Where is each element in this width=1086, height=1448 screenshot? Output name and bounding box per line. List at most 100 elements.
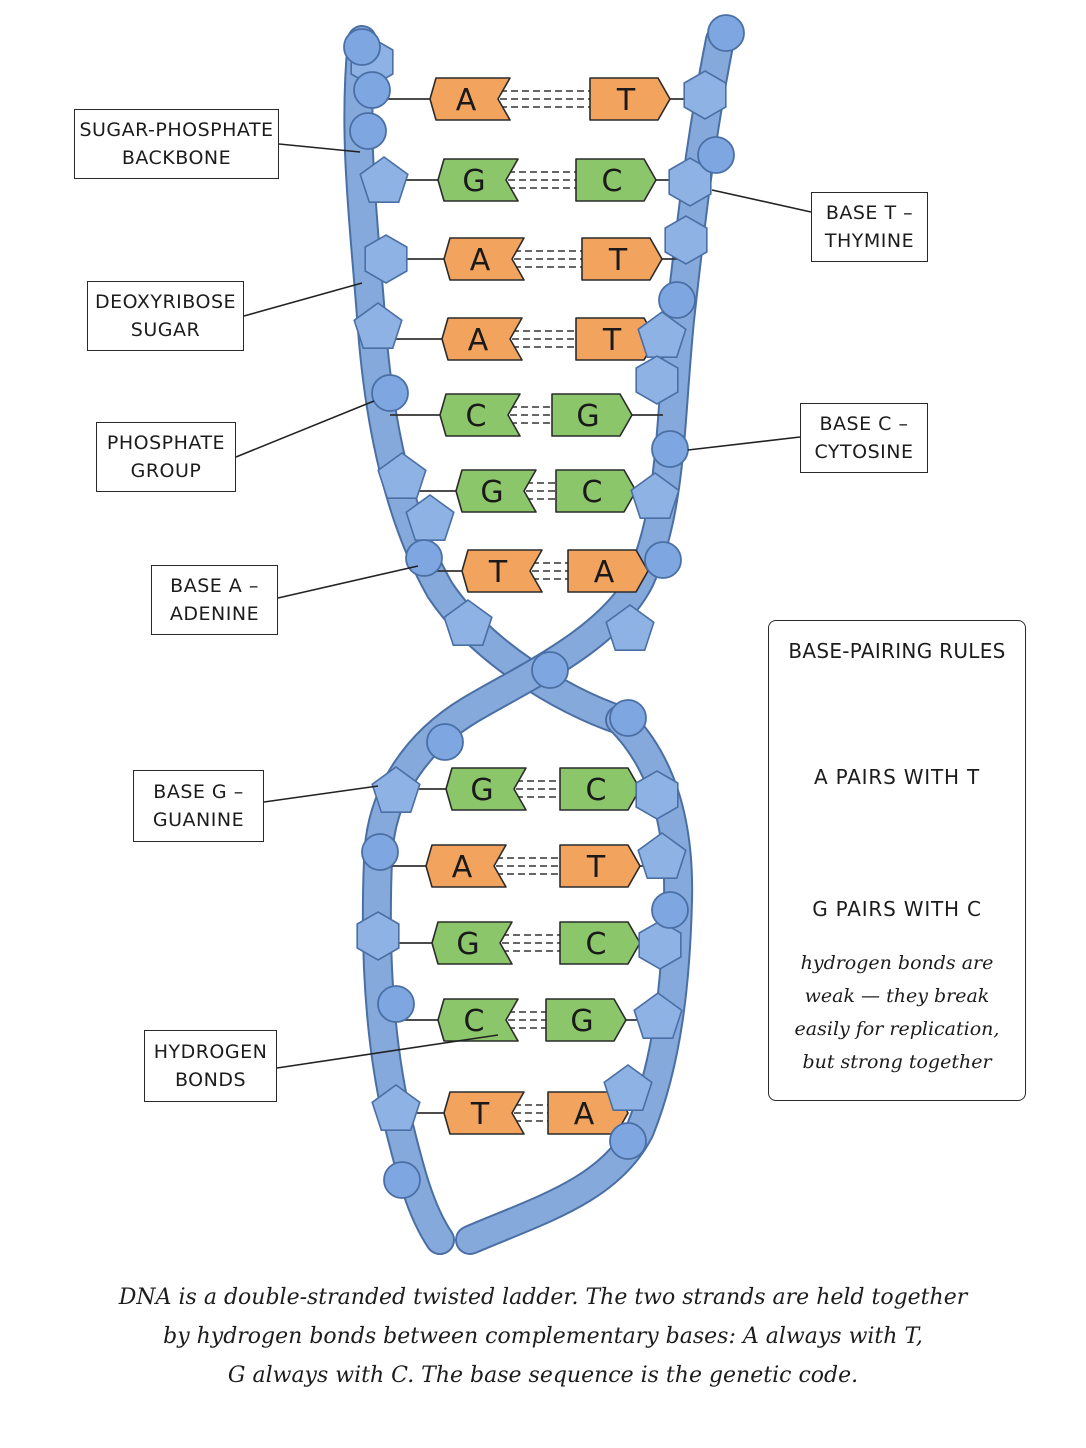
sugar-hexagon — [683, 70, 727, 120]
base-right: T — [559, 844, 641, 888]
base-letter: C — [582, 475, 603, 510]
base-right: T — [581, 237, 663, 281]
left-strand-upper-fill — [345, 27, 633, 733]
base-letter: T — [602, 323, 622, 358]
base-letter: A — [468, 323, 489, 358]
sugar-pentagon — [443, 599, 493, 647]
base-letter: A — [574, 1097, 595, 1132]
label-line-2: GUANINE — [152, 809, 245, 831]
base-letter: C — [586, 773, 607, 808]
label-line-1: PHOSPHATE — [106, 432, 226, 454]
base-letter: C — [602, 164, 623, 199]
phosphate-circle — [377, 985, 415, 1023]
phosphate-circle — [651, 891, 689, 929]
leader-backbone — [278, 143, 361, 153]
label-line-1: HYDROGEN — [153, 1041, 268, 1063]
label-phosphate-group: PHOSPHATE GROUP — [96, 422, 236, 492]
dna-strands — [343, 25, 735, 1255]
base-left: A — [441, 317, 523, 361]
leader-cytosine — [687, 436, 801, 451]
sugar-hexagon — [356, 911, 400, 961]
base-letter: G — [570, 1004, 593, 1039]
base-letter: A — [470, 243, 491, 278]
base-right: G — [551, 393, 633, 437]
sugar-pentagon — [371, 1084, 421, 1131]
sugar-hexagon — [635, 770, 679, 820]
label-line-1: DEOXYRIBOSE — [94, 291, 237, 313]
label-deoxyribose-sugar: DEOXYRIBOSE SUGAR — [87, 281, 244, 351]
label-line-2: ADENINE — [169, 603, 260, 625]
leader-phosphate — [235, 400, 375, 458]
label-base-a-adenine: BASE A – ADENINE — [151, 565, 278, 635]
label-sugar-phosphate-backbone: SUGAR-PHOSPHATE BACKBONE — [74, 109, 279, 179]
label-line-1: BASE T – — [825, 202, 914, 224]
base-left: C — [437, 998, 519, 1042]
label-line-2: BACKBONE — [121, 147, 232, 169]
hydrogen-bond-dashes — [512, 330, 576, 348]
label-line-2: THYMINE — [824, 230, 915, 252]
backbone-nodes — [343, 14, 745, 1199]
label-base-c-cytosine: BASE C – CYTOSINE — [800, 403, 928, 473]
base-right: A — [547, 1091, 629, 1135]
phosphate-circle — [343, 28, 381, 66]
hydrogen-bond-dashes — [516, 780, 560, 798]
caption-line-1: DNA is a double-stranded twisted ladder.… — [118, 1285, 968, 1310]
base-letter: T — [616, 83, 636, 118]
legend-note-line-1: hydrogen bonds are — [800, 952, 994, 974]
legend-rule-gc: G PAIRS WITH C — [812, 897, 982, 921]
base-right: C — [559, 767, 641, 811]
base-right: C — [575, 158, 657, 202]
phosphate-circle — [707, 14, 745, 52]
label-line-2: GROUP — [130, 460, 202, 482]
base-right: A — [567, 549, 649, 593]
phosphate-circle — [651, 430, 689, 468]
hydrogen-bond-dashes — [508, 1011, 546, 1029]
phosphate-circle — [609, 1122, 647, 1160]
base-letter: T — [586, 850, 606, 885]
base-left: T — [461, 549, 543, 593]
base-letter: C — [464, 1004, 485, 1039]
label-hydrogen-bonds: HYDROGEN BONDS — [144, 1030, 277, 1102]
label-line-1: BASE A – — [170, 575, 259, 597]
leader-adenine — [277, 565, 419, 599]
leader-thymine — [711, 189, 812, 213]
label-leader-lines — [235, 143, 812, 1069]
sugar-pentagon — [377, 452, 427, 500]
base-letter: G — [470, 773, 493, 808]
base-letter: T — [470, 1097, 490, 1132]
caption-line-2: by hydrogen bonds between complementary … — [163, 1324, 923, 1349]
sugar-pentagon — [605, 604, 655, 652]
base-left: G — [437, 158, 519, 202]
base-right: C — [559, 921, 641, 965]
sugar-hexagon — [638, 920, 682, 970]
base-right: T — [589, 77, 671, 121]
hydrogen-bond-dashes — [508, 171, 576, 189]
leader-guanine — [263, 785, 379, 803]
leader-sugar — [243, 282, 363, 317]
diagram-caption: DNA is a double-stranded twisted ladder.… — [40, 1278, 1046, 1395]
phosphate-circle — [644, 541, 682, 579]
base-letter: C — [466, 399, 487, 434]
base-pairing-legend: BASE-PAIRING RULES A PAIRS WITH T G PAIR… — [768, 620, 1026, 1101]
base-letter: A — [594, 555, 615, 590]
base-letter: G — [462, 164, 485, 199]
legend-note-line-4: but strong together — [802, 1051, 992, 1073]
base-letter: G — [456, 927, 479, 962]
hydrogen-bond-dashes — [510, 406, 552, 424]
hydrogen-bond-dashes — [502, 934, 560, 952]
hydrogen-bond-dashes — [500, 90, 590, 108]
sugar-pentagon — [633, 992, 683, 1039]
sugar-hexagon — [364, 234, 408, 284]
phosphate-circle — [353, 71, 391, 109]
base-letter: C — [586, 927, 607, 962]
label-line-2: BONDS — [174, 1069, 247, 1091]
leader-hbonds — [276, 1034, 499, 1069]
phosphate-circle — [697, 136, 735, 174]
caption-line-3: G always with C. The base sequence is th… — [227, 1363, 859, 1388]
legend-note-line-2: weak — they break — [804, 985, 990, 1007]
